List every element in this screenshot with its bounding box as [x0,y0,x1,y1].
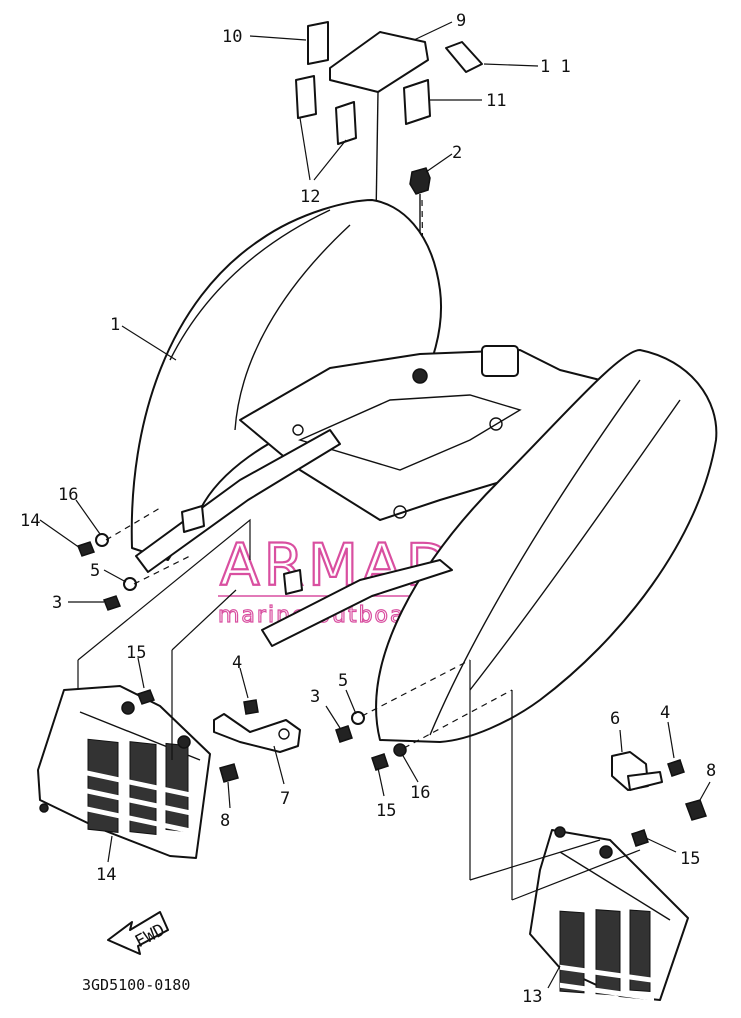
callout-9: 9 [456,11,466,31]
callout-8b: 8 [706,761,716,781]
part-13-mud-flap-left [37,685,211,859]
callout-10b: 11 [486,91,506,111]
callout-14b: 15 [376,801,396,821]
callout-6: 6 [610,709,620,729]
part-11-pad-right [445,41,483,73]
callout-numbers: 10 9 1 1 11 12 2 1 14 16 5 3 15 4 8 7 3 … [20,11,716,1007]
callout-15b: 15 [680,849,700,869]
callout-5b: 5 [338,671,348,691]
callout-2: 2 [452,143,462,163]
callout-4b: 4 [660,703,670,723]
leader-lines [39,21,711,989]
callout-1: 1 [110,315,120,335]
part-1-rear-fender [130,199,718,743]
hardware-fasteners [77,533,707,847]
callout-8a: 8 [220,811,230,831]
callout-12: 13 [522,987,542,1007]
part-10-pad-bottom [403,79,431,125]
part-7-stay [213,713,301,753]
callout-7: 7 [280,789,290,809]
callout-16a: 16 [58,485,78,505]
callout-16b: 16 [410,783,430,803]
callout-14a: 14 [20,511,40,531]
part-9-pad [329,31,429,93]
part-12-mud-flap-right [529,826,689,1018]
fender-bracket-left [135,429,341,573]
callout-13: 14 [96,865,116,885]
callout-4a: 4 [232,653,242,673]
part-10-pad-left [307,21,329,65]
callout-3a: 3 [52,593,62,613]
part-11-pads-bottom [295,75,357,145]
callout-10a: 10 [222,27,242,47]
part-6-bracket [611,751,663,791]
installation-lines [77,507,641,901]
fwd-arrow-icon: FWD [107,911,169,955]
callout-15a: 15 [126,643,146,663]
fender-bracket-center [261,559,453,647]
part-code: 3GD5100-0180 [82,976,190,994]
callout-11a: 1 1 [540,57,571,77]
callout-11b: 12 [300,187,320,207]
callout-5a: 5 [90,561,100,581]
callout-3b: 3 [310,687,320,707]
